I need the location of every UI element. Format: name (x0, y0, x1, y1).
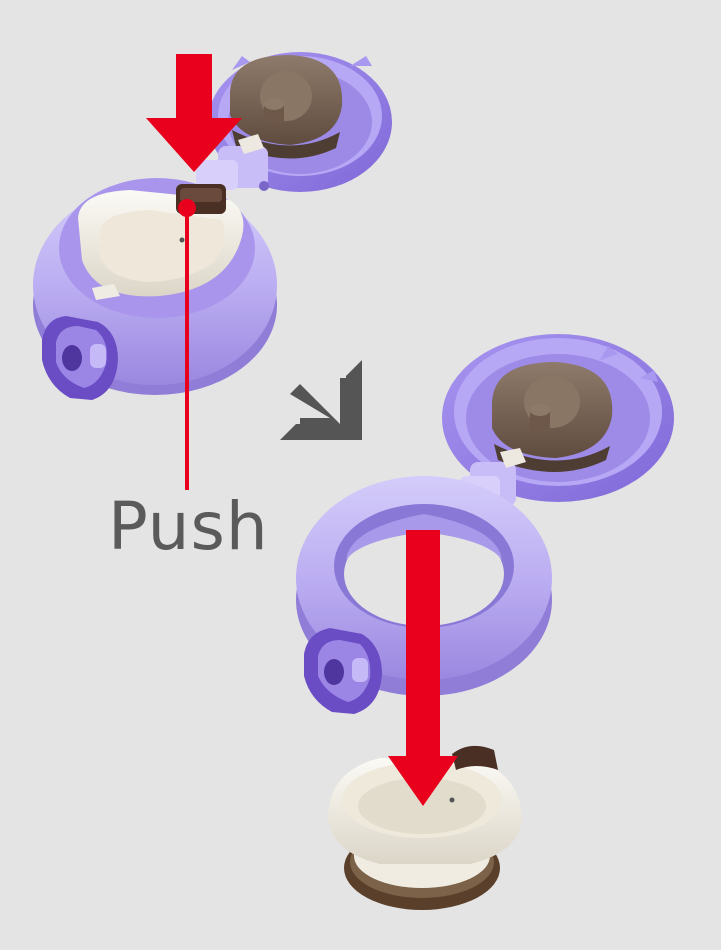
pointer-line-icon (178, 199, 196, 490)
hinge-top (196, 134, 269, 191)
push-button (176, 184, 226, 214)
latch-top (42, 316, 118, 400)
step-arrow-icon (280, 360, 362, 440)
cap-assembly-exploded (296, 334, 674, 910)
latch-bottom (304, 628, 382, 714)
push-label: Push (108, 488, 269, 565)
lid-bottom (442, 334, 674, 502)
push-button-bottom (452, 745, 498, 770)
cap-assembly-closed (33, 52, 392, 490)
inner-gasket (328, 745, 522, 910)
down-arrow-icon (146, 54, 242, 172)
down-arrow-icon (388, 530, 458, 806)
